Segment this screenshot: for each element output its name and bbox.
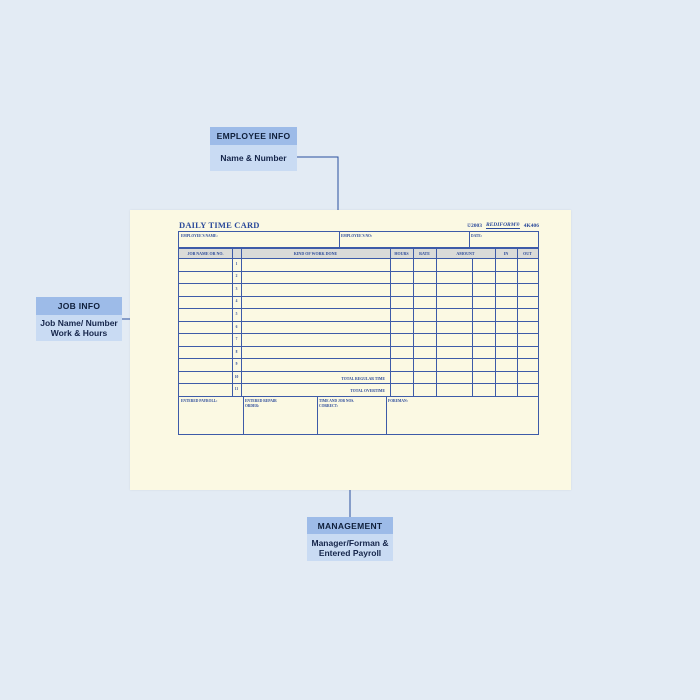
row-number: 4: [235, 299, 238, 304]
brand-logo: REDIFORM®: [485, 222, 520, 229]
header-fields: EMPLOYEE'S NAME: EMPLOYEE'S NO: DATE:: [178, 231, 539, 248]
col-hours: HOURS: [394, 251, 409, 256]
row-divider: [179, 283, 538, 285]
row-number: 6: [235, 324, 238, 329]
job-info-callout: JOB INFO Job Name/ Number Work & Hours: [36, 297, 122, 341]
callout-text: Job Name/ Number Work & Hours: [36, 315, 122, 341]
row-divider: [179, 383, 538, 385]
card-title: DAILY TIME CARD: [179, 220, 260, 230]
total-regular-label: TOTAL REGULAR TIME: [341, 377, 385, 381]
callout-heading: MANAGEMENT: [307, 517, 393, 534]
entered-payroll-field[interactable]: ENTERED PAYROLL:: [181, 399, 218, 403]
callout-heading: EMPLOYEE INFO: [210, 127, 297, 145]
employee-no-field[interactable]: EMPLOYEE'S NO:: [341, 234, 373, 238]
col-work: KIND OF WORK DONE: [293, 251, 338, 256]
foreman-field[interactable]: FOREMAN:: [388, 399, 408, 403]
col-amount: AMOUNT: [456, 251, 475, 256]
employee-info-callout: EMPLOYEE INFO Name & Number: [210, 127, 297, 171]
row-divider: [179, 295, 538, 297]
callout-text: Name & Number: [210, 145, 297, 171]
col-job: JOB NAME OR NO.: [187, 251, 224, 256]
col-rate: RATE: [419, 251, 430, 256]
callout-text: Manager/Forman & Entered Payroll: [307, 534, 393, 561]
row-divider: [179, 308, 538, 310]
row-number: 9: [235, 362, 238, 367]
row-divider: [179, 320, 538, 322]
row-number: 5: [235, 311, 238, 316]
card-brand: ©2003 REDIFORM® 4K406: [467, 222, 539, 229]
management-callout: MANAGEMENT Manager/Forman & Entered Payr…: [307, 517, 393, 561]
daily-time-card: DAILY TIME CARD ©2003 REDIFORM® 4K406 EM…: [130, 210, 571, 490]
form-number: 4K406: [523, 222, 539, 229]
row-divider: [179, 270, 538, 272]
row-number: 7: [235, 337, 238, 342]
row-divider: [179, 370, 538, 372]
col-in: IN: [503, 251, 509, 256]
callout-heading: JOB INFO: [36, 297, 122, 315]
signoff-row: ENTERED PAYROLL: ENTERED REPAIR ORDER: T…: [178, 396, 539, 435]
header-divider: [179, 258, 538, 259]
col-out: OUT: [523, 251, 532, 256]
column-header-band: [179, 249, 538, 258]
row-divider: [179, 358, 538, 360]
row-number: 8: [235, 349, 238, 354]
time-job-field[interactable]: TIME AND JOB NOS. CORRECT:: [319, 399, 355, 408]
row-number: 2: [235, 274, 238, 279]
total-overtime-label: TOTAL OVERTIME: [350, 389, 385, 393]
date-field[interactable]: DATE:: [471, 234, 482, 238]
copyright: ©2003: [466, 222, 482, 229]
row-divider: [179, 333, 538, 335]
row-number: 10: [234, 374, 239, 379]
row-number: 3: [235, 286, 238, 291]
row-number: 1: [235, 261, 238, 266]
employee-name-field[interactable]: EMPLOYEE'S NAME:: [181, 234, 218, 238]
row-divider: [179, 345, 538, 347]
work-table: JOB NAME OR NO. KIND OF WORK DONE HOURS …: [178, 248, 539, 397]
row-number: 11: [234, 387, 239, 392]
entered-repair-field[interactable]: ENTERED REPAIR ORDER:: [245, 399, 277, 408]
